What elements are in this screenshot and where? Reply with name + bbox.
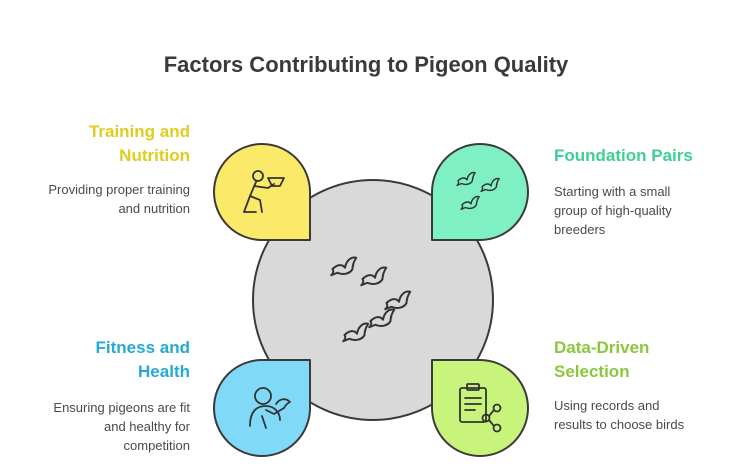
factor-description-training-nutrition: Providing proper training and nutrition <box>48 180 190 218</box>
factor-description-foundation-pairs: Starting with a small group of high-qual… <box>554 182 672 239</box>
description-line: results to choose birds <box>554 417 685 432</box>
factor-shape-foundation-pairs <box>431 143 529 241</box>
factor-description-data-driven-selection: Using records and results to choose bird… <box>554 396 684 434</box>
description-line: Starting with a small <box>554 184 671 199</box>
factor-title-data-driven-selection: Data-Driven Selection <box>554 336 649 384</box>
factor-title-line: Training and <box>88 122 190 141</box>
description-line: Ensuring pigeons are fit <box>53 400 190 415</box>
factor-shape-fitness-health <box>213 359 311 457</box>
trainer-feeding-icon <box>243 170 285 213</box>
description-line: Using records and <box>554 398 660 413</box>
page-title: Factors Contributing to Pigeon Quality <box>163 52 569 77</box>
description-line: group of high-quality <box>554 203 672 218</box>
factor-description-fitness-health: Ensuring pigeons are fit and healthy for… <box>53 398 190 455</box>
factor-title-fitness-health: Fitness and Health <box>96 336 190 384</box>
person-with-pigeon-icon <box>249 387 291 429</box>
factor-title-line: Foundation Pairs <box>554 146 693 165</box>
description-line: competition <box>123 438 190 453</box>
factor-shape-training-nutrition <box>213 143 311 241</box>
factor-title-line: Nutrition <box>119 146 190 165</box>
factor-title-line: Fitness and <box>95 338 190 357</box>
description-line: and healthy for <box>103 419 190 434</box>
description-line: and nutrition <box>118 201 190 216</box>
factor-title-training-nutrition: Training and Nutrition <box>89 120 190 168</box>
factor-shape-data-driven-selection <box>431 359 529 457</box>
factor-title-foundation-pairs: Foundation Pairs <box>554 144 693 168</box>
description-line: Providing proper training <box>48 182 190 197</box>
factor-title-line: Selection <box>554 362 630 381</box>
factor-title-line: Data-Driven <box>554 338 650 357</box>
clipboard-share-icon <box>459 383 502 433</box>
factor-title-line: Health <box>138 362 190 381</box>
description-line: breeders <box>554 222 606 237</box>
